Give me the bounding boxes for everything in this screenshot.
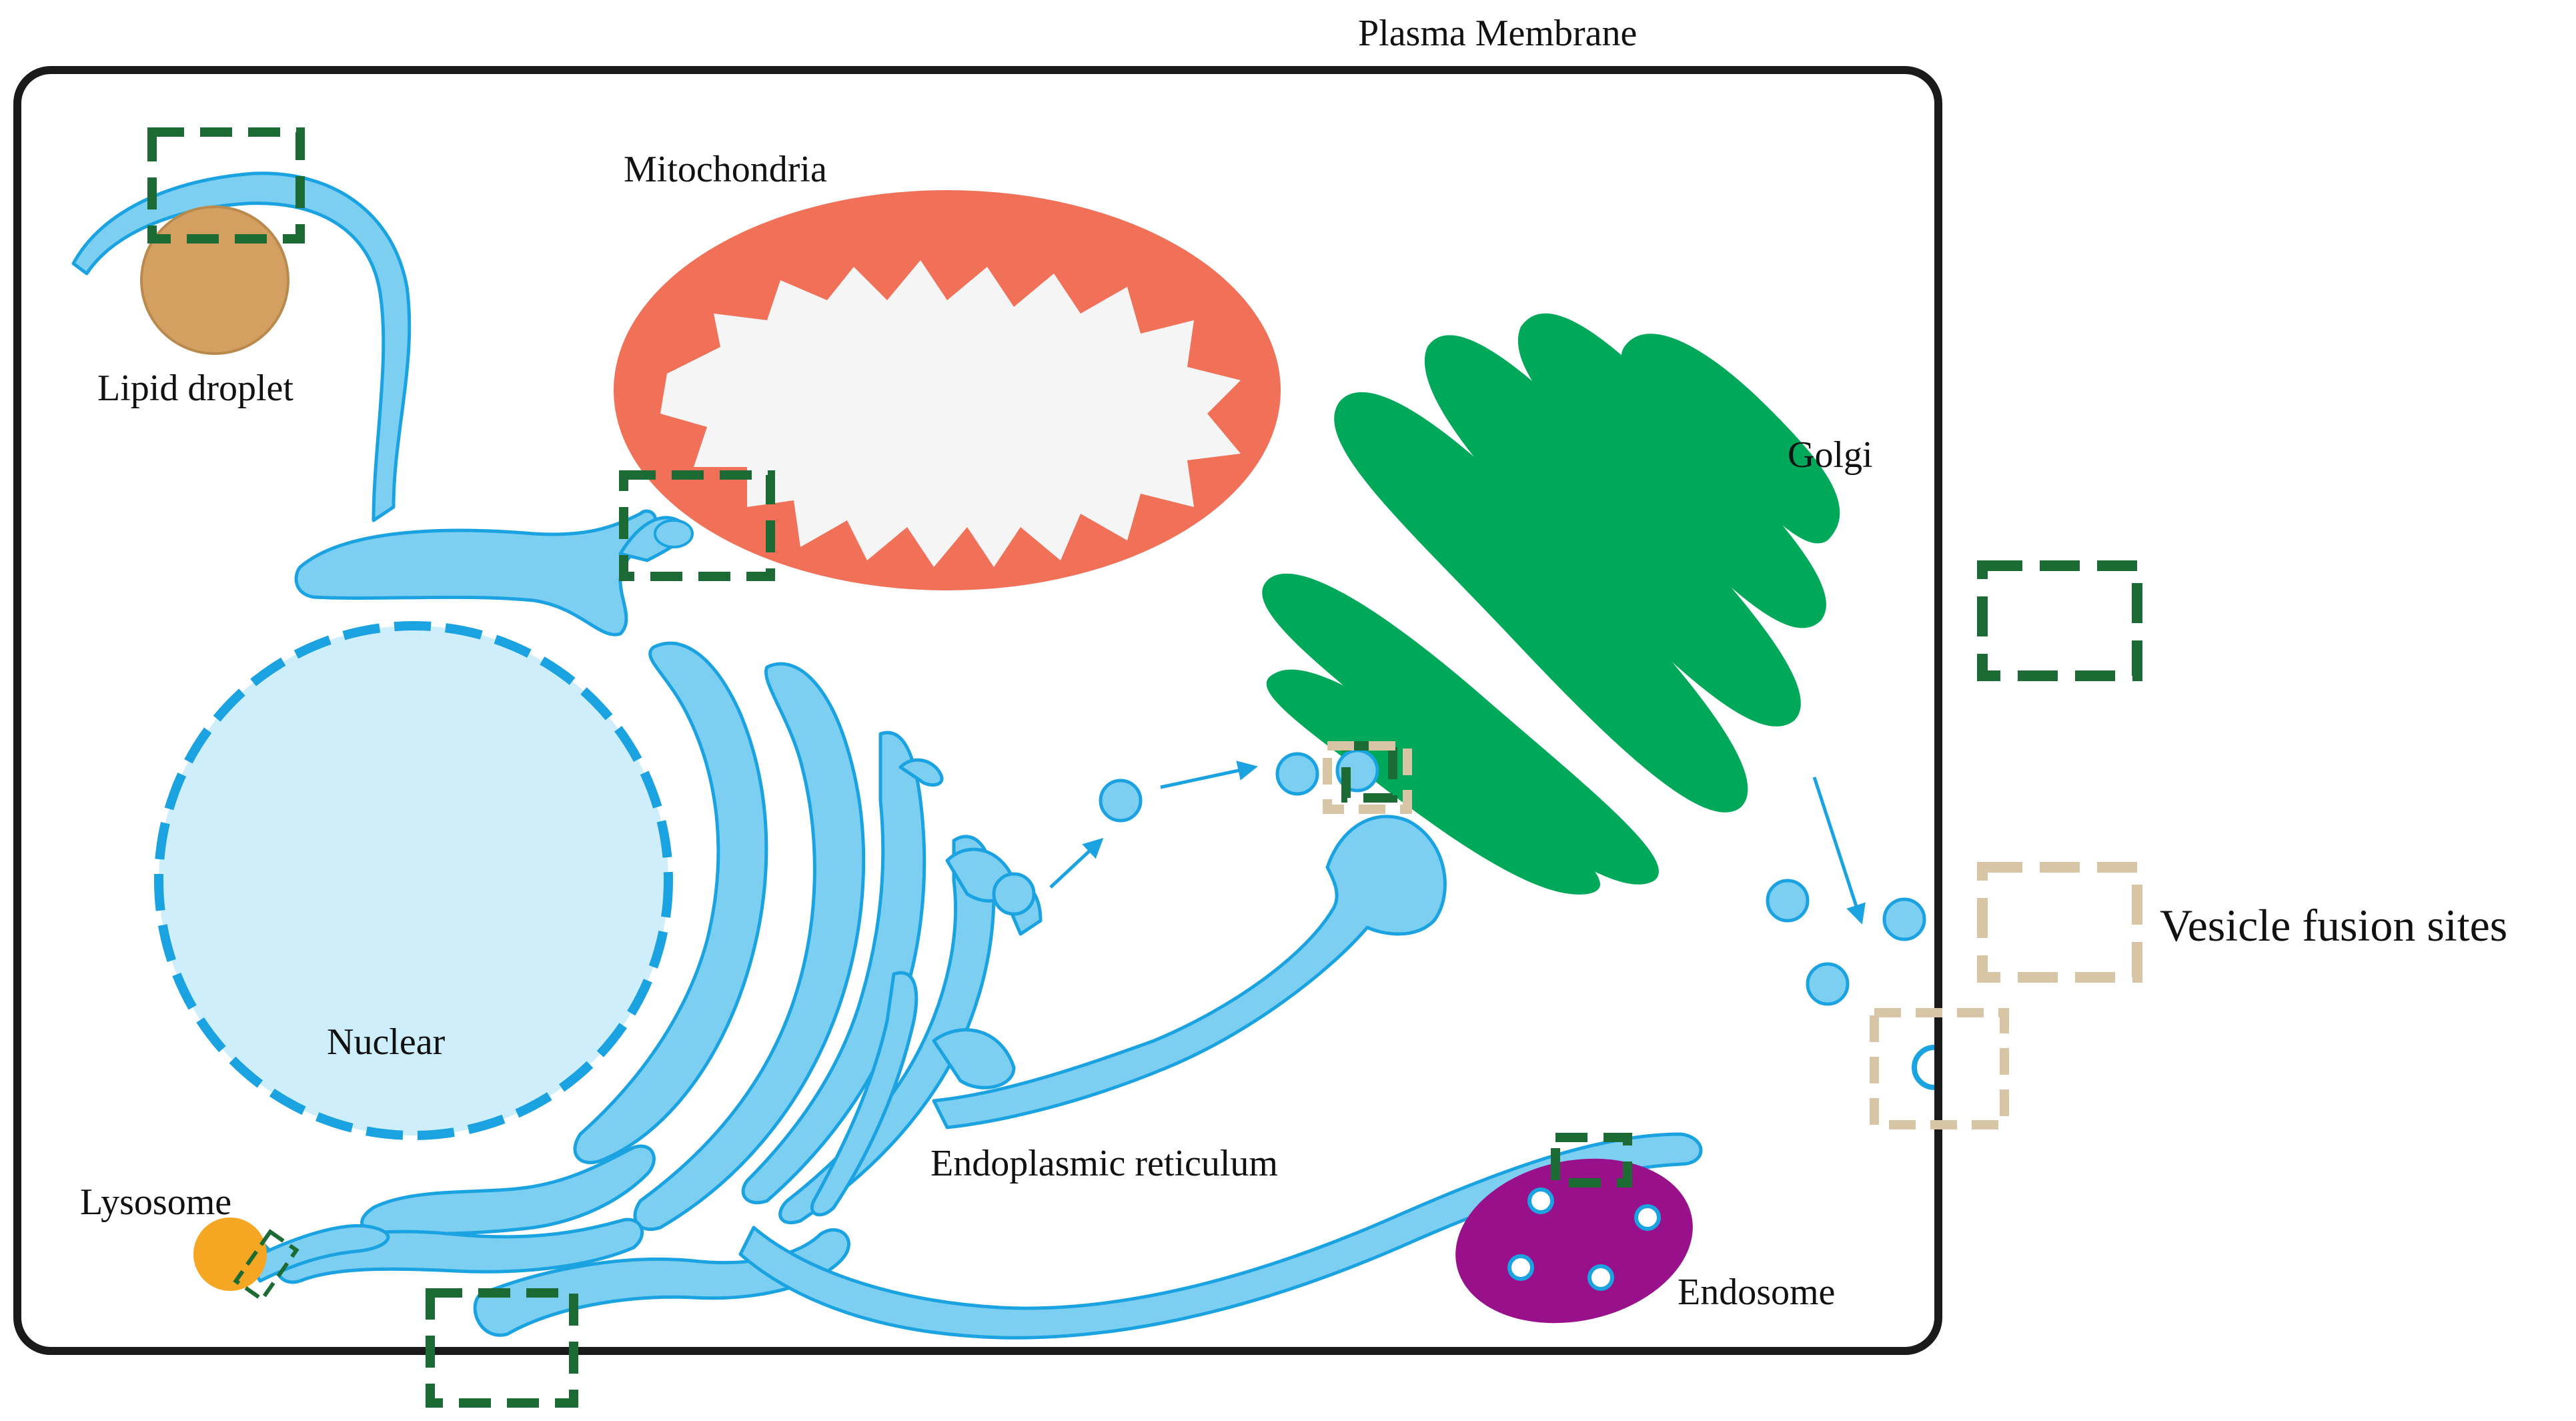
vesicle	[1766, 879, 1810, 923]
legend: Vesicle fusion sites	[1977, 560, 2507, 983]
vesicle	[992, 872, 1036, 916]
label-plasma-membrane: Plasma Membrane	[1358, 13, 1637, 54]
fusion-site-boxes	[1323, 741, 2009, 1129]
vesicle	[1275, 752, 1319, 796]
nuclear-envelope	[154, 621, 673, 1140]
arrow	[1049, 837, 1104, 889]
golgi-apparatus	[1262, 313, 1840, 895]
label-nuclear: Nuclear	[327, 1021, 446, 1063]
er-tubule-lower	[473, 1228, 850, 1337]
lysosome	[193, 1218, 267, 1291]
label-endoplasmic-reticulum: Endoplasmic reticulum	[930, 1143, 1278, 1184]
fusion-site-box-plasma-membrane	[1870, 1008, 2009, 1129]
label-golgi: Golgi	[1788, 434, 1873, 476]
mitochondria	[614, 190, 1281, 590]
vesicle	[1806, 962, 1850, 1006]
vesicle	[1882, 897, 1926, 941]
label-lysosome: Lysosome	[80, 1181, 231, 1223]
endoplasmic-reticulum	[71, 171, 1703, 1340]
arrow	[1160, 761, 1258, 789]
lipid-droplet	[140, 205, 289, 355]
nucleus	[154, 621, 673, 1140]
plasma-membrane-outline	[13, 66, 1942, 1355]
vesicle	[1099, 779, 1143, 823]
fusion-site-box-golgi	[1323, 741, 1412, 814]
mitochondria-cristae	[660, 260, 1241, 567]
contact-site-boxes	[147, 127, 1632, 1408]
label-endosome: Endosome	[1678, 1272, 1835, 1313]
transport-vesicles	[992, 749, 1926, 1006]
label-lipid-droplet: Lipid droplet	[97, 368, 293, 409]
er-sheet-upper	[294, 509, 657, 636]
endosome	[1455, 1158, 1693, 1324]
legend-fusion-site-swatch	[1977, 862, 2142, 983]
contact-site-box-endosome	[1551, 1133, 1632, 1188]
contact-site-box-lipid-droplet	[147, 127, 305, 244]
legend-vesicle-fusion-sites-label: Vesicle fusion sites	[2160, 900, 2507, 951]
fusion-vesicle-pm	[1912, 1045, 1935, 1090]
label-mitochondria: Mitochondria	[624, 149, 827, 190]
er-bud-upper	[654, 519, 694, 548]
transport-arrows	[1049, 761, 1866, 925]
arrow	[1812, 777, 1866, 925]
contact-site-box-plasma-membrane	[426, 1288, 578, 1408]
legend-contact-site-swatch	[1977, 560, 2142, 681]
contact-site-box-mitochondria	[619, 470, 775, 581]
er-tubule-upper	[71, 171, 412, 522]
